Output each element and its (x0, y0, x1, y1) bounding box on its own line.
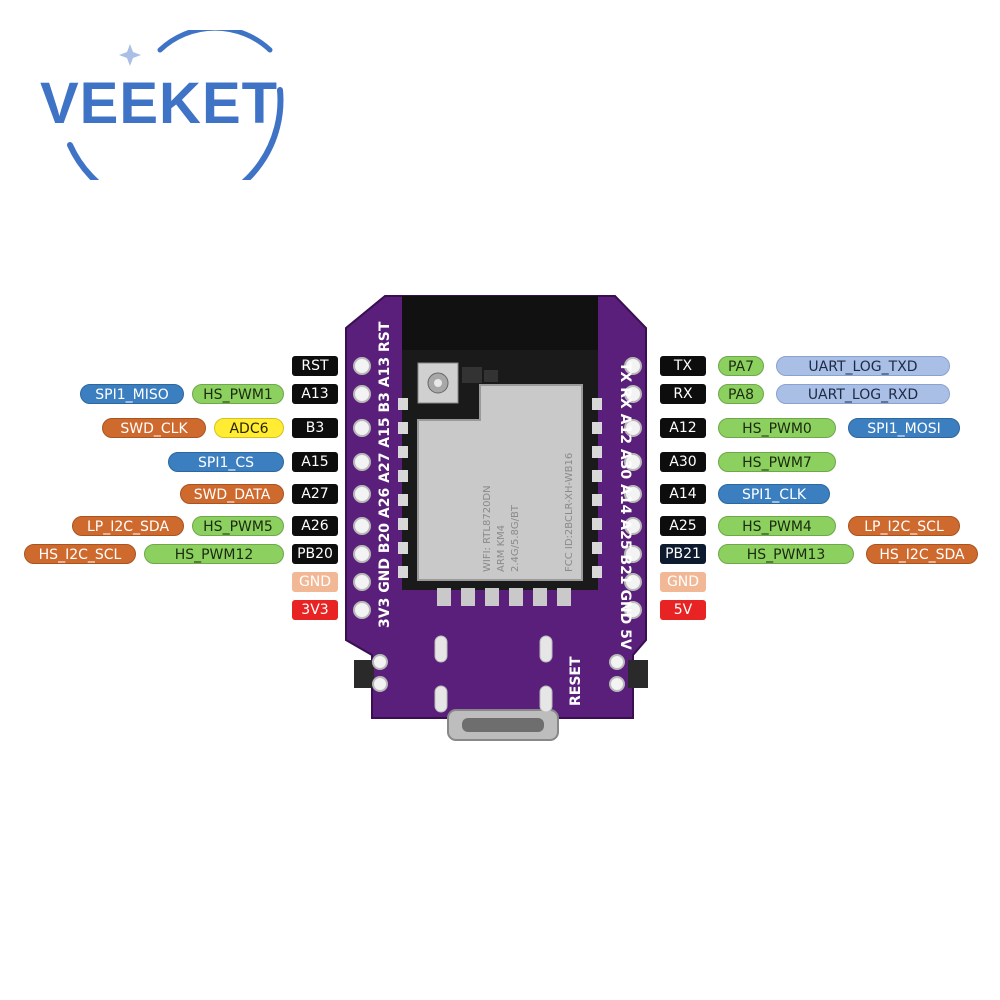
svg-text:FCC ID:2BCLR-XH-WB16: FCC ID:2BCLR-XH-WB16 (564, 453, 575, 572)
reset-label: RESET (568, 656, 584, 706)
svg-text:2.4G/5.8G/BT: 2.4G/5.8G/BT (510, 504, 521, 572)
right-pin-hole (624, 453, 642, 471)
right-pin-label: RX (660, 384, 706, 404)
left-pin-label: SPI1_MISO (80, 384, 184, 404)
right-pin-label: SPI1_CLK (718, 484, 830, 504)
silk-left: 3V3 GND B20 A26 A27 A15 B3 A13 RST (377, 321, 393, 628)
left-pin-hole (353, 357, 371, 375)
right-pin-label: PB21 (660, 544, 706, 564)
left-pin-label: A27 (292, 484, 338, 504)
left-pin-hole (353, 601, 371, 619)
right-pin-label: HS_I2C_SDA (866, 544, 978, 564)
right-pin-label: SPI1_MOSI (848, 418, 960, 438)
star-icon (119, 44, 141, 66)
right-pin-label: A14 (660, 484, 706, 504)
right-pin-hole (624, 573, 642, 591)
left-pin-label: GND (292, 572, 338, 592)
left-pin-label: SPI1_CS (168, 452, 284, 472)
right-pin-hole (624, 545, 642, 563)
right-pin-label: PA8 (718, 384, 764, 404)
left-pin-label: HS_PWM5 (192, 516, 284, 536)
right-pin-label: HS_PWM4 (718, 516, 836, 536)
antenna-area (402, 296, 598, 352)
left-pin-label: HS_I2C_SCL (24, 544, 136, 564)
right-pin-label: GND (660, 572, 706, 592)
left-pin-hole (353, 545, 371, 563)
right-pin-hole (624, 357, 642, 375)
rf-shield (417, 384, 583, 581)
left-pin-label: ADC6 (214, 418, 284, 438)
left-pin-label: SWD_CLK (102, 418, 206, 438)
left-pin-hole (353, 385, 371, 403)
left-pin-label: 3V3 (292, 600, 338, 620)
left-pin-label: SWD_DATA (180, 484, 284, 504)
svg-text:ARM KM4: ARM KM4 (496, 525, 507, 572)
right-pin-label: HS_PWM0 (718, 418, 836, 438)
right-pin-label: TX (660, 356, 706, 376)
left-pin-label: RST (292, 356, 338, 376)
left-pin-label: LP_I2C_SDA (72, 516, 184, 536)
brand-logo-text: VEEKET (40, 71, 279, 136)
right-pin-label: UART_LOG_RXD (776, 384, 950, 404)
left-pin-label: HS_PWM12 (144, 544, 284, 564)
right-pin-label: PA7 (718, 356, 764, 376)
right-pin-label: A12 (660, 418, 706, 438)
left-pin-label: A26 (292, 516, 338, 536)
right-pin-hole (624, 517, 642, 535)
right-pin-label: UART_LOG_TXD (776, 356, 950, 376)
left-pin-label: PB20 (292, 544, 338, 564)
left-pin-hole (353, 517, 371, 535)
left-pin-hole (353, 453, 371, 471)
svg-text:WIFI: RTL8720DN: WIFI: RTL8720DN (482, 485, 493, 572)
right-pin-hole (624, 601, 642, 619)
veeket-logo (67, 30, 284, 180)
right-pin-label: LP_I2C_SCL (848, 516, 960, 536)
silk-right: TX RX A12 A30 A14 A25 B21 GND 5V (617, 362, 633, 650)
left-pin-hole (353, 485, 371, 503)
left-pin-hole (353, 573, 371, 591)
right-pin-label: 5V (660, 600, 706, 620)
left-pin-label: A15 (292, 452, 338, 472)
right-pin-label: A30 (660, 452, 706, 472)
right-pin-label: HS_PWM13 (718, 544, 854, 564)
right-pin-label: A25 (660, 516, 706, 536)
left-pin-hole (353, 419, 371, 437)
right-pin-hole (624, 419, 642, 437)
right-pin-hole (624, 485, 642, 503)
left-pin-label: B3 (292, 418, 338, 438)
left-pin-label: HS_PWM1 (192, 384, 284, 404)
right-pin-hole (624, 385, 642, 403)
left-pin-label: A13 (292, 384, 338, 404)
right-pin-label: HS_PWM7 (718, 452, 836, 472)
